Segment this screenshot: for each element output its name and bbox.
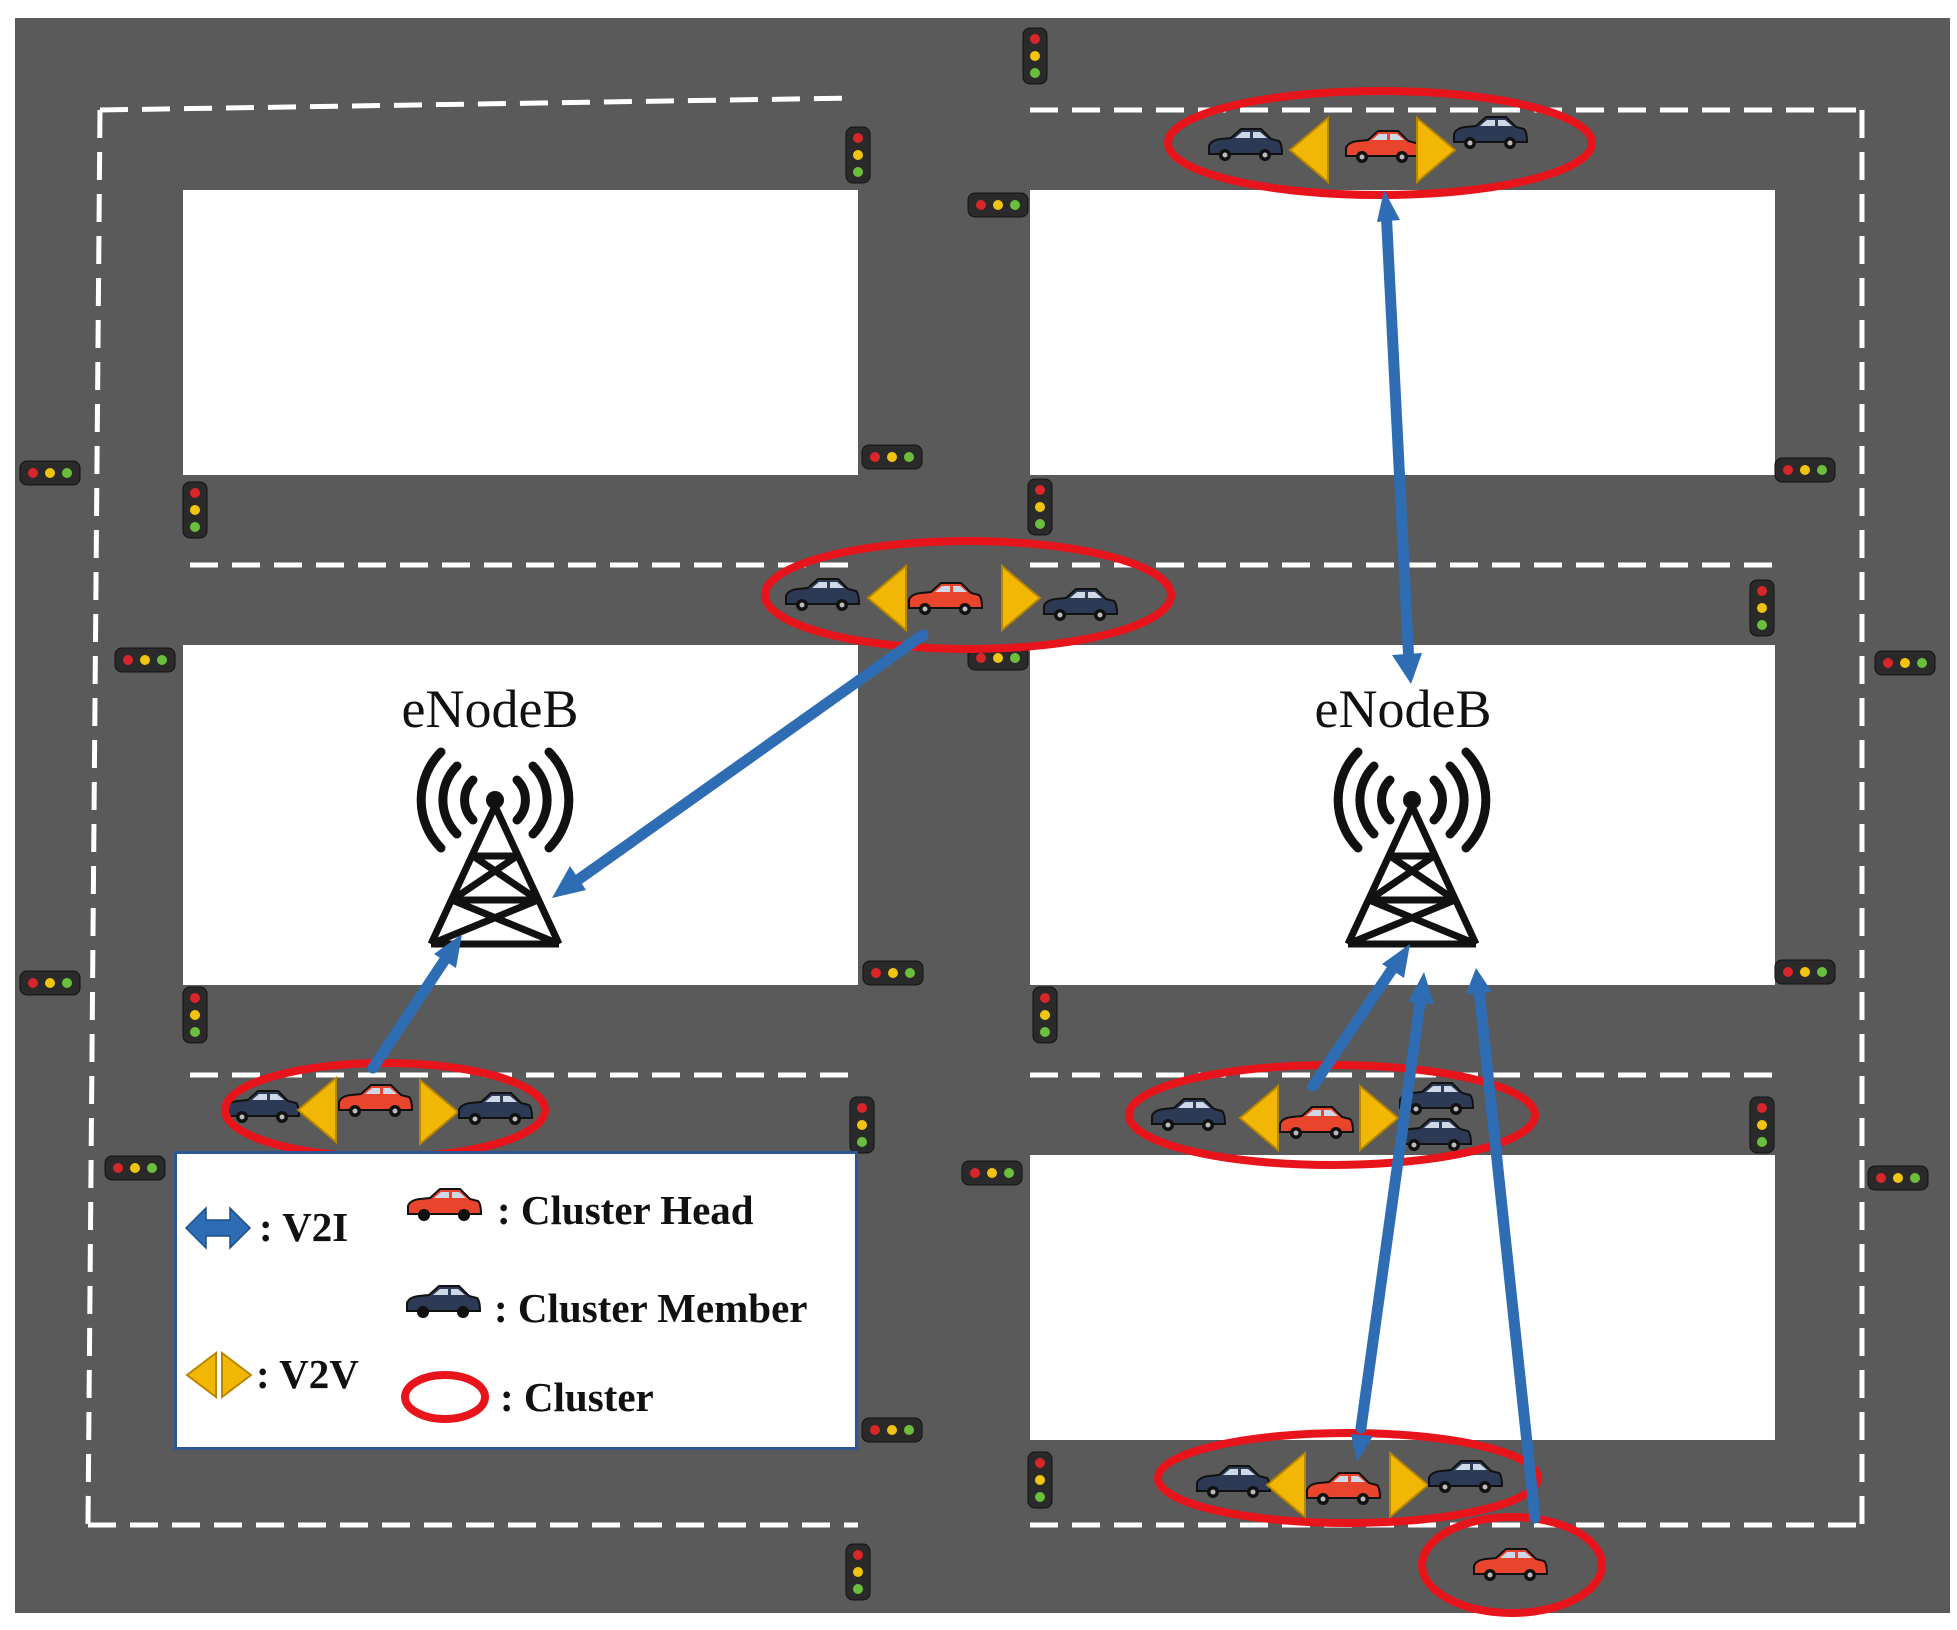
cluster-ring [1164, 87, 1596, 199]
traffic-light-icon [1032, 986, 1058, 1044]
v2i-link [1473, 984, 1541, 1524]
cluster-middle [761, 537, 1175, 653]
traffic-light-icon [1749, 579, 1775, 637]
traffic-light-icon [845, 1543, 871, 1601]
traffic-light-icon [961, 1160, 1023, 1186]
v2i-link [1307, 959, 1401, 1092]
traffic-light-icon [1027, 1451, 1053, 1509]
traffic-light-icon [182, 481, 208, 539]
cluster-ring [761, 537, 1175, 653]
traffic-light-icon [19, 970, 81, 996]
traffic-light-icon [1749, 1096, 1775, 1154]
legend-cluster-label: : Cluster [500, 1374, 654, 1420]
traffic-light-icon [1027, 478, 1053, 536]
cluster-single [1418, 1513, 1606, 1617]
legend-box: : V2I : Cluster Head : Cluster Member : … [174, 1151, 858, 1450]
legend-v2v-label: : V2V [256, 1351, 359, 1397]
city-block [1030, 645, 1775, 985]
cluster-top-right [1164, 87, 1596, 199]
legend-v2i-label: : V2I [259, 1204, 349, 1250]
traffic-light-icon [19, 460, 81, 486]
tower-label-left: eNodeB [401, 679, 579, 739]
v2i-link [1380, 202, 1415, 670]
traffic-light-icon [845, 126, 871, 184]
traffic-light-icon [861, 1417, 923, 1443]
v2i-links [367, 190, 1541, 1524]
v2i-link [569, 629, 929, 888]
traffic-light-icon [104, 1155, 166, 1181]
lane-markings [85, 95, 1865, 1528]
v2i-link [1355, 990, 1427, 1434]
v2i-link [367, 949, 454, 1074]
traffic-light-icon [1867, 1165, 1929, 1191]
traffic-light-icon [114, 647, 176, 673]
traffic-light-icon [182, 986, 208, 1044]
traffic-light-icon [1774, 959, 1836, 985]
cluster-bottom-right [1154, 1429, 1542, 1527]
tower-label-right: eNodeB [1314, 679, 1492, 739]
traffic-light-icon [849, 1096, 875, 1154]
traffic-light-icon [1022, 27, 1048, 85]
traffic-light-icon [967, 192, 1029, 218]
cluster-ring [1418, 1513, 1606, 1617]
city-block [183, 190, 858, 475]
traffic-light-icon [861, 444, 923, 470]
traffic-light-icon [862, 960, 924, 986]
legend-cluster-head-label: : Cluster Head [497, 1187, 754, 1233]
cluster-ring [1154, 1429, 1542, 1527]
legend-cluster-member-label: : Cluster Member [494, 1285, 808, 1331]
city-block [1030, 1155, 1775, 1440]
traffic-light-icon [1774, 457, 1836, 483]
traffic-light-icon [1874, 650, 1936, 676]
